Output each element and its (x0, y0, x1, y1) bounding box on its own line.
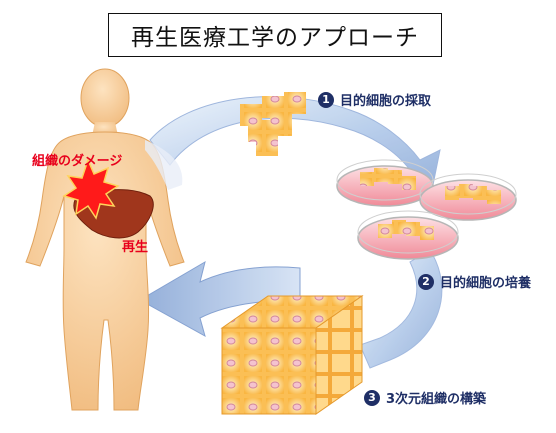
harvested-cells (240, 92, 306, 156)
step-number-badge: 3 (364, 389, 380, 406)
culture-dish (419, 173, 517, 221)
damage-label: 組織のダメージ (32, 154, 123, 169)
culture-dish (336, 159, 434, 207)
human-body (25, 68, 185, 411)
tissue-block-3d (220, 295, 364, 415)
culture-dish (357, 210, 459, 260)
step-label: 目的細胞の採取 (340, 94, 432, 109)
regeneration-label: 再生 (122, 240, 149, 255)
culture-dishes (336, 159, 517, 260)
process-arrow-bottom (138, 260, 301, 338)
page-title: 再生医療工学のアプローチ (108, 13, 442, 57)
step-number-badge: 1 (318, 91, 334, 108)
step-label: 目的細胞の培養 (440, 276, 532, 291)
step-harvest: 1 目的細胞の採取 (318, 90, 431, 109)
damage-burst-icon (62, 157, 120, 220)
process-arrow-right (359, 249, 443, 369)
step-culture: 2 目的細胞の培養 (418, 272, 531, 291)
step-construct: 3 3次元組織の構築 (364, 388, 486, 407)
step-label: 3次元組織の構築 (386, 392, 487, 407)
step-number-badge: 2 (418, 273, 434, 290)
